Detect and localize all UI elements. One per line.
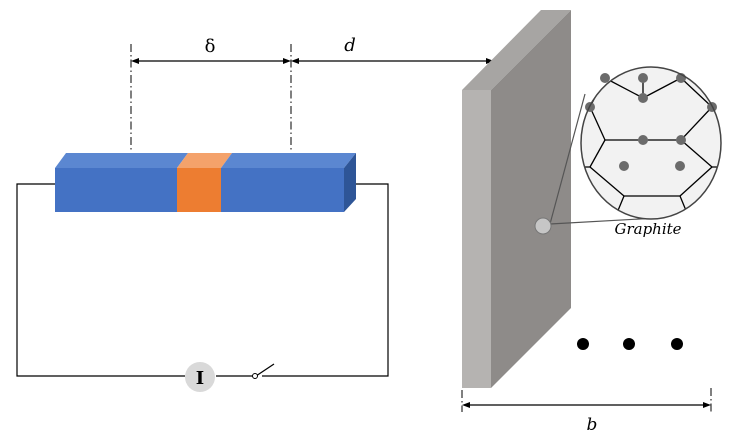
right-electrode-side (344, 153, 356, 212)
delta-label: δ (205, 36, 216, 57)
dimension-arrows (131, 58, 494, 64)
graphite-plate (462, 10, 571, 388)
dimension-b (461, 388, 712, 412)
switch-icon (252, 363, 275, 379)
dimension-extension-lines (130, 44, 292, 152)
gap-top (177, 153, 232, 168)
right-electrode (221, 168, 344, 212)
lattice-atoms (585, 73, 717, 171)
ellipsis-dots-icon (577, 338, 683, 350)
gap-block (177, 168, 221, 212)
distance-d-label: d (344, 35, 356, 56)
left-electrode-top (55, 153, 188, 168)
ammeter-icon: I (185, 362, 215, 392)
circuit-wire (16, 183, 389, 377)
graphite-label: Graphite (614, 220, 681, 238)
width-b-label: b (587, 415, 598, 435)
ammeter-label: I (196, 368, 204, 389)
plate-edge (462, 90, 491, 388)
left-electrode (55, 168, 177, 212)
plate-face (491, 10, 571, 388)
plate-top (462, 10, 571, 90)
graphite-magnifier-icon (534, 66, 722, 235)
electrode-assembly (55, 153, 356, 212)
right-electrode-top (221, 153, 356, 168)
sample-point (534, 217, 552, 235)
